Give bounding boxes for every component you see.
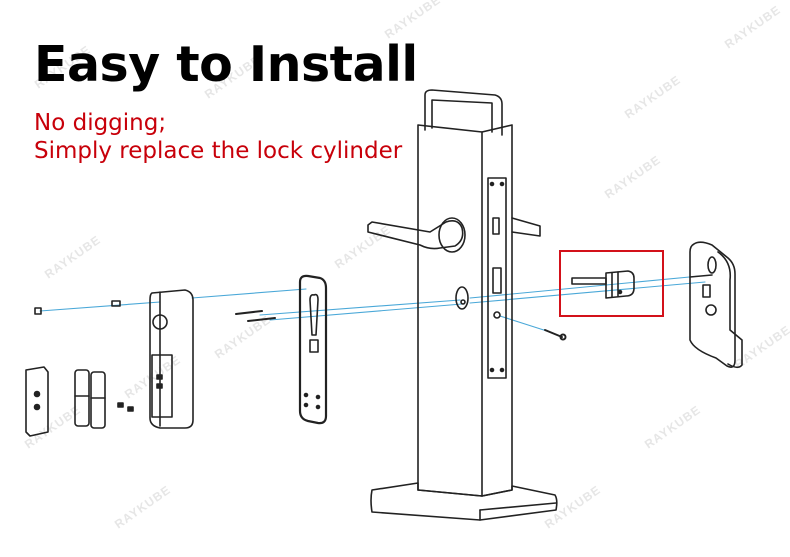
door-icon — [367, 89, 558, 521]
lock-cylinder-highlight-box — [559, 250, 664, 317]
lock-cylinder-icon — [571, 270, 635, 299]
subtitle-line-1: No digging; — [34, 110, 167, 136]
rear-lock-body-icon — [689, 241, 743, 369]
page-title: Easy to Install — [34, 36, 418, 93]
batteries-icon — [74, 369, 106, 429]
guide-lines — [39, 275, 706, 333]
door-screw-icon — [544, 329, 567, 341]
front-lock-body-icon — [149, 289, 194, 429]
subtitle-line-2: Simply replace the lock cylinder — [34, 138, 403, 164]
battery-cover-icon — [25, 366, 49, 437]
mounting-plate-icon — [298, 274, 328, 425]
small-screws-icon — [34, 300, 134, 412]
mounting-screws-icon — [235, 310, 276, 322]
